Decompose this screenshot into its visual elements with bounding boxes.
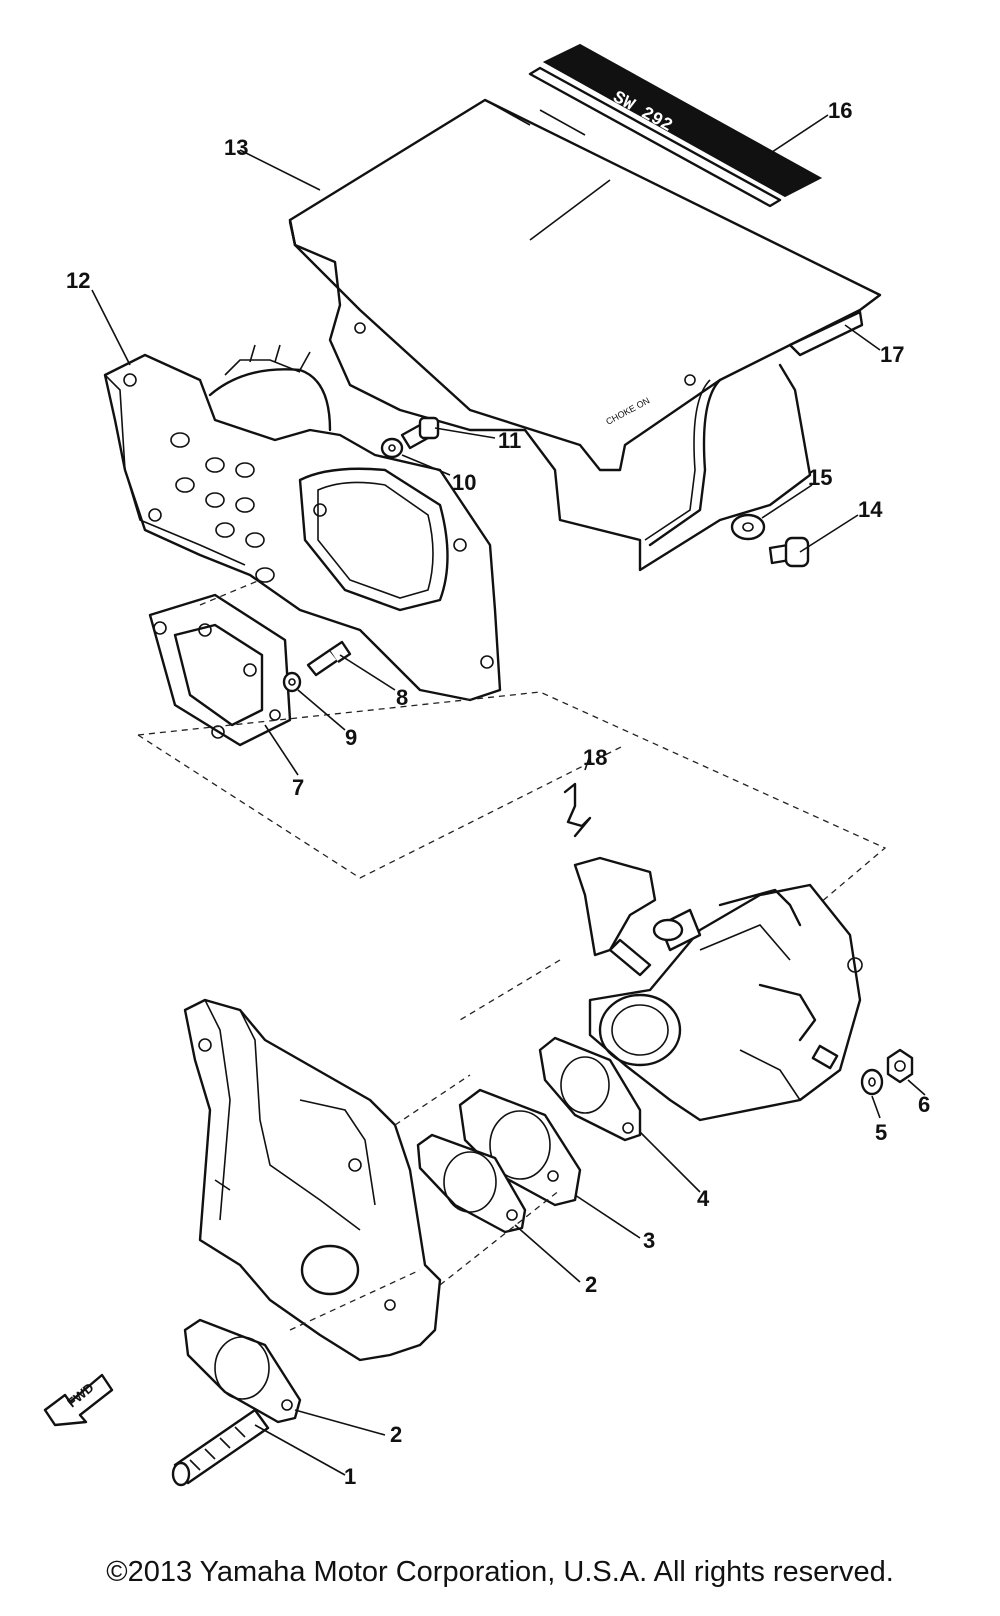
clip-part-18	[563, 782, 592, 838]
gasket-part-2-upper	[416, 1133, 527, 1234]
plate-part-12	[103, 344, 502, 702]
callout-3: 3	[643, 1228, 655, 1253]
exploded-parts-diagram: SW 292 CHOKE ON	[43, 43, 930, 1489]
callout-10: 10	[452, 470, 476, 495]
decal-part-16: SW 292	[528, 43, 823, 208]
intake-manifold	[183, 998, 442, 1362]
copyright-notice: ©2013 Yamaha Motor Corporation, U.S.A. A…	[106, 1556, 894, 1588]
callout-15: 15	[808, 465, 832, 490]
callout-6: 6	[918, 1092, 930, 1117]
screw-part-11	[400, 416, 440, 450]
nut-part-6	[886, 1048, 914, 1084]
callout-2-upper: 2	[585, 1272, 597, 1297]
gasket-part-2-lower	[183, 1318, 302, 1424]
forward-arrow-icon: FWD	[43, 1373, 114, 1427]
callout-16: 16	[828, 98, 852, 123]
carburetor-body	[573, 856, 863, 1122]
callout-13: 13	[224, 135, 248, 160]
callout-1: 1	[344, 1464, 356, 1489]
washer-part-10	[380, 437, 404, 459]
leader-lines	[91, 114, 926, 1476]
screw-part-14	[768, 536, 810, 568]
callout-9: 9	[345, 725, 357, 750]
stud-part-1	[171, 1408, 270, 1487]
callout-12: 12	[66, 268, 90, 293]
callout-17: 17	[880, 342, 904, 367]
gasket-part-4	[538, 1036, 642, 1142]
callout-8: 8	[396, 685, 408, 710]
washer-part-15	[730, 513, 766, 541]
callout-2-lower: 2	[390, 1422, 402, 1447]
washer-part-9	[282, 671, 302, 693]
callout-18: 18	[583, 745, 607, 770]
callout-11: 11	[498, 428, 521, 453]
callout-5: 5	[875, 1120, 887, 1145]
screw-part-8	[306, 640, 352, 677]
gasket-part-7	[148, 593, 292, 747]
callout-7: 7	[292, 775, 304, 800]
washer-part-5	[860, 1068, 884, 1096]
cover-part-13: CHOKE ON	[288, 98, 882, 572]
callout-labels: 1 2 2 3 4 5 6 7 8 9 10 11 12 13 14 15 16…	[66, 98, 930, 1489]
callout-4: 4	[697, 1186, 710, 1211]
callout-14: 14	[858, 497, 883, 522]
assembly-dashed-outline	[137, 579, 887, 921]
